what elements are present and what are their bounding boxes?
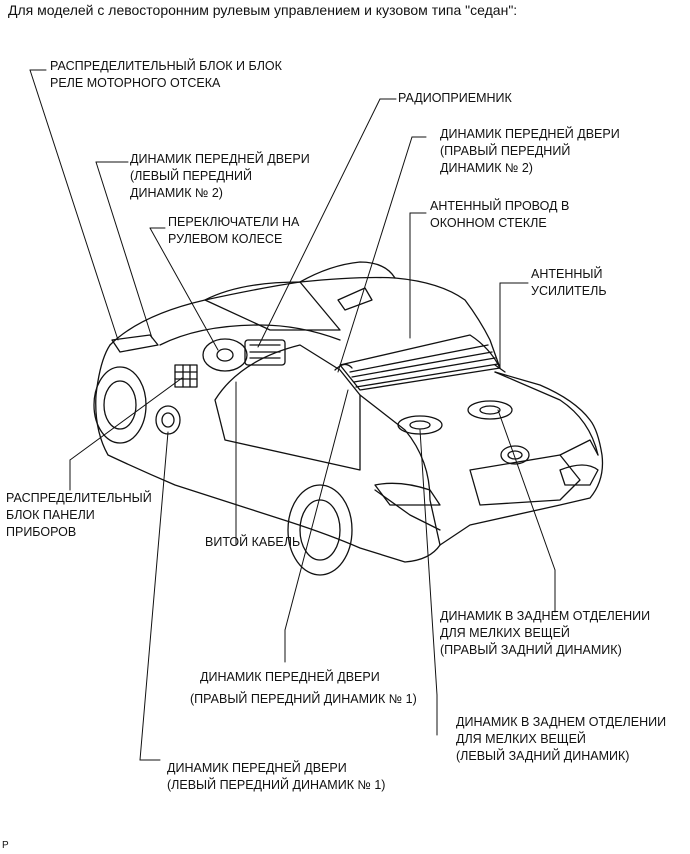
footer-code: P <box>2 840 9 851</box>
diagram-header: Для моделей с левосторонним рулевым упра… <box>8 2 518 18</box>
label-line: (ПРАВЫЙ ПЕРЕДНИЙ <box>440 144 571 158</box>
label-line: ДИНАМИК № 2) <box>130 186 223 200</box>
label-instrument-panel-junction-block: РАСПРЕДЕЛИТЕЛЬНЫЙ БЛОК ПАНЕЛИ ПРИБОРОВ <box>6 490 152 541</box>
label-line: РАСПРЕДЕЛИТЕЛЬНЫЙ <box>6 491 152 505</box>
label-front-door-speaker-left-no1: ДИНАМИК ПЕРЕДНЕЙ ДВЕРИ (ЛЕВЫЙ ПЕРЕДНИЙ Д… <box>167 760 385 794</box>
label-line: ДИНАМИК ПЕРЕДНЕЙ ДВЕРИ <box>200 670 380 684</box>
label-engine-room-junction-block: РАСПРЕДЕЛИТЕЛЬНЫЙ БЛОК И БЛОК РЕЛЕ МОТОР… <box>50 58 282 92</box>
label-line: РАДИОПРИЕМНИК <box>398 91 512 105</box>
label-line: ВИТОЙ КАБЕЛЬ <box>205 535 301 549</box>
label-line: ДЛЯ МЕЛКИХ ВЕЩЕЙ <box>456 732 586 746</box>
label-line: (ПРАВЫЙ ПЕРЕДНИЙ ДИНАМИК № 1) <box>190 692 417 706</box>
label-spiral-cable: ВИТОЙ КАБЕЛЬ <box>205 534 300 551</box>
label-line: ДИНАМИК В ЗАДНЕМ ОТДЕЛЕНИИ <box>440 609 651 623</box>
label-line: РЕЛЕ МОТОРНОГО ОТСЕКА <box>50 76 221 90</box>
label-line: АНТЕННЫЙ ПРОВОД В <box>430 199 570 213</box>
label-line: ДИНАМИК В ЗАДНЕМ ОТДЕЛЕНИИ <box>456 715 667 729</box>
label-window-glass-antenna-wire: АНТЕННЫЙ ПРОВОД В ОКОННОМ СТЕКЛЕ <box>430 198 569 232</box>
label-line: ДЛЯ МЕЛКИХ ВЕЩЕЙ <box>440 626 570 640</box>
label-line: УСИЛИТЕЛЬ <box>531 284 607 298</box>
label-line: (ПРАВЫЙ ЗАДНИЙ ДИНАМИК) <box>440 643 622 657</box>
label-line: АНТЕННЫЙ <box>531 267 603 281</box>
label-steering-pad-switch: ПЕРЕКЛЮЧАТЕЛИ НА РУЛЕВОМ КОЛЕСЕ <box>168 214 299 248</box>
label-antenna-amplifier: АНТЕННЫЙ УСИЛИТЕЛЬ <box>531 266 607 300</box>
label-line: (ЛЕВЫЙ ЗАДНИЙ ДИНАМИК) <box>456 749 630 763</box>
label-front-door-speaker-right-no2: ДИНАМИК ПЕРЕДНЕЙ ДВЕРИ (ПРАВЫЙ ПЕРЕДНИЙ … <box>440 126 620 177</box>
label-radio-receiver: РАДИОПРИЕМНИК <box>398 90 512 107</box>
label-line: (ЛЕВЫЙ ПЕРЕДНИЙ ДИНАМИК № 1) <box>167 778 386 792</box>
label-line: РАСПРЕДЕЛИТЕЛЬНЫЙ БЛОК И БЛОК <box>50 59 282 73</box>
leader-lines <box>29 69 556 761</box>
car-body <box>93 261 604 576</box>
label-line: ДИНАМИК ПЕРЕДНЕЙ ДВЕРИ <box>130 152 310 166</box>
label-front-door-speaker-left-no2: ДИНАМИК ПЕРЕДНЕЙ ДВЕРИ (ЛЕВЫЙ ПЕРЕДНИЙ Д… <box>130 151 310 202</box>
label-rear-speaker-right: ДИНАМИК В ЗАДНЕМ ОТДЕЛЕНИИ ДЛЯ МЕЛКИХ ВЕ… <box>440 608 650 659</box>
label-line: ДИНАМИК № 2) <box>440 161 533 175</box>
label-line: ОКОННОМ СТЕКЛЕ <box>430 216 547 230</box>
label-rear-speaker-left: ДИНАМИК В ЗАДНЕМ ОТДЕЛЕНИИ ДЛЯ МЕЛКИХ ВЕ… <box>456 714 666 765</box>
label-line: ПЕРЕКЛЮЧАТЕЛИ НА <box>168 215 300 229</box>
label-line: РУЛЕВОМ КОЛЕСЕ <box>168 232 283 246</box>
label-front-door-speaker-right-no1: ДИНАМИК ПЕРЕДНЕЙ ДВЕРИ (ПРАВЫЙ ПЕРЕДНИЙ … <box>190 666 417 710</box>
label-line: (ЛЕВЫЙ ПЕРЕДНИЙ <box>130 169 253 183</box>
label-line: БЛОК ПАНЕЛИ <box>6 508 95 522</box>
label-line: ДИНАМИК ПЕРЕДНЕЙ ДВЕРИ <box>440 127 620 141</box>
label-line: ДИНАМИК ПЕРЕДНЕЙ ДВЕРИ <box>167 761 347 775</box>
label-line: ПРИБОРОВ <box>6 525 77 539</box>
